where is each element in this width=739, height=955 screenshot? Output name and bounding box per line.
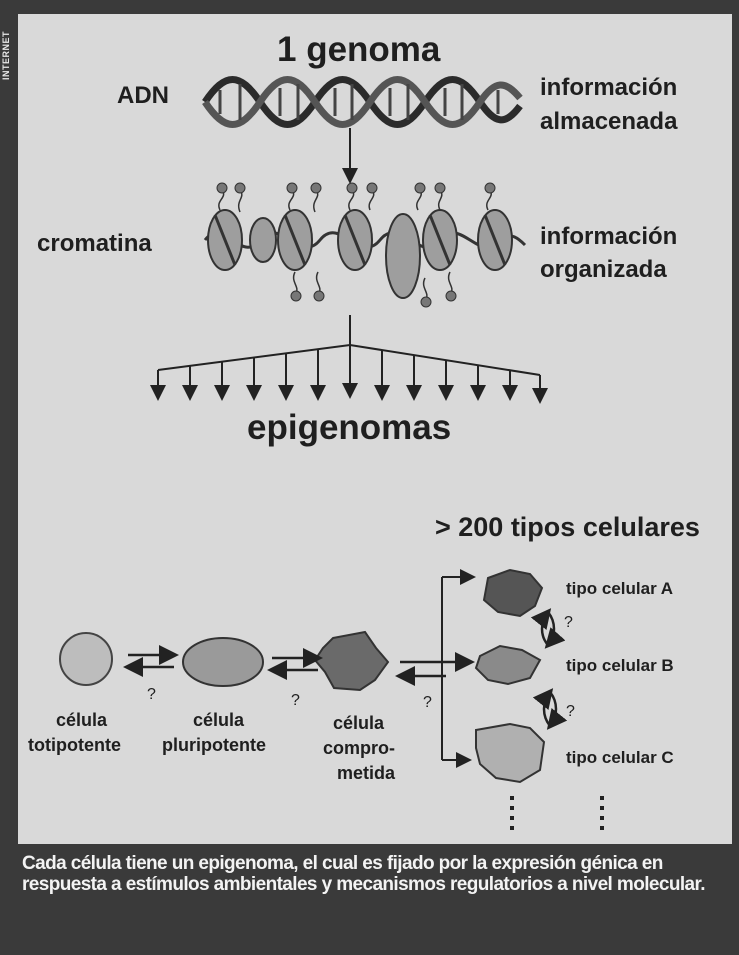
cell-type-c-label: tipo celular C	[566, 748, 674, 767]
cell-type-branch	[441, 569, 476, 768]
committed-label-line3: metida	[337, 763, 396, 783]
pluripotent-cell-icon	[182, 637, 264, 687]
diagram-panel	[18, 14, 732, 844]
organized-info-line1: información	[540, 223, 678, 250]
continuation-dots	[510, 796, 604, 830]
cell-type-c-icon	[475, 722, 546, 784]
interconversion-arrows	[530, 608, 568, 730]
epigenomes-label: epigenomas	[247, 408, 452, 447]
caption: Cada célula tiene un epigenoma, el cual …	[22, 853, 706, 895]
cell-type-b-label: tipo celular B	[566, 656, 674, 675]
cell-type-a-icon	[482, 568, 544, 618]
stored-info-line2: almacenada	[540, 108, 678, 135]
committed-label-line2: compro-	[323, 738, 395, 758]
question-mark: ?	[564, 614, 573, 631]
committed-label-line1: célula	[333, 713, 385, 733]
cell-type-a-label: tipo celular A	[566, 579, 674, 598]
adn-label: ADN	[117, 82, 169, 109]
dna-helix-icon	[202, 76, 523, 128]
totipotent-label-line2: totipotente	[28, 735, 121, 755]
chromatin-icon	[203, 182, 527, 308]
organized-info-line2: organizada	[540, 256, 667, 283]
totipotent-cell-icon	[59, 632, 113, 686]
pluripotent-label-line1: célula	[193, 710, 245, 730]
question-mark: ?	[291, 692, 300, 709]
stored-info-line1: información	[540, 74, 678, 101]
committed-cell-icon	[313, 630, 390, 692]
cell-types-title: > 200 tipos celulares	[435, 512, 700, 542]
question-mark: ?	[147, 686, 156, 703]
epigenome-branches	[150, 315, 548, 404]
genome-title: 1 genoma	[277, 30, 441, 69]
question-mark: ?	[423, 694, 432, 711]
chromatin-label: cromatina	[37, 230, 152, 257]
pluripotent-label-line2: pluripotente	[162, 735, 266, 755]
question-mark: ?	[566, 703, 575, 720]
cell-type-b-icon	[474, 644, 542, 686]
totipotent-label-line1: célula	[56, 710, 108, 730]
reversible-arrows	[123, 645, 475, 686]
